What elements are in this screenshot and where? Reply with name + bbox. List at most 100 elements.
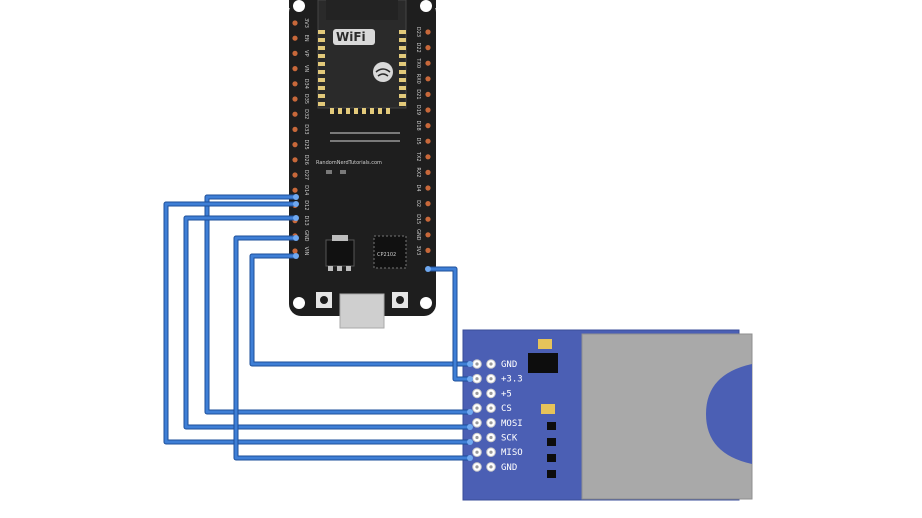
esp32-pin — [425, 29, 431, 35]
esp32-pin — [292, 96, 298, 102]
sd-component — [541, 404, 555, 414]
esp32-pin — [425, 138, 431, 144]
sd-card-notch — [706, 364, 752, 464]
sd-pin-center — [475, 406, 479, 410]
sd-pin-center — [489, 377, 493, 381]
sd-pin-center — [475, 377, 479, 381]
wire-end — [467, 424, 473, 430]
esp32-pin — [292, 248, 298, 254]
esp32-pin-label: TX0 — [415, 57, 421, 68]
esp32-pin — [425, 91, 431, 97]
sd-pin-center — [489, 406, 493, 410]
sd-pin-label: MISO — [501, 448, 523, 458]
sd-pin-center — [489, 465, 493, 469]
esp32-pin-label: D22 — [415, 42, 421, 52]
chip-model-label: CP2102 — [377, 252, 396, 258]
esp32-pin — [425, 60, 431, 66]
sd-component — [538, 339, 552, 349]
esp32-pin-label: VIN — [303, 247, 309, 256]
wire — [205, 195, 470, 414]
esp32-pin-label: D4 — [415, 184, 421, 191]
sd-pin-center — [489, 391, 493, 395]
left-pin-header: 3V3ENVPVND34D35D32D33D25D26D27D14D12D13G… — [292, 18, 309, 256]
espressif-logo-icon — [373, 62, 393, 82]
esp32-pin-label: 3V3 — [303, 18, 309, 28]
smd-components — [326, 132, 400, 174]
sd-pin-center — [489, 362, 493, 366]
wifi-logo — [333, 29, 375, 45]
esp32-pin — [425, 76, 431, 82]
esp32-board: WiFi — [289, 0, 436, 329]
esp32-pin-label: 3V3 — [415, 246, 421, 256]
esp32-pin-label: RX0 — [415, 74, 421, 84]
esp32-pin-label: D26 — [303, 155, 309, 165]
boot-button — [392, 292, 408, 308]
usb-connector — [339, 293, 385, 329]
esp32-pin — [292, 142, 298, 148]
voltage-regulator — [325, 235, 355, 271]
esp32-pin-label: D19 — [415, 105, 421, 115]
esp32-pin-label: D33 — [303, 124, 309, 134]
sd-pin-label: +5 — [501, 389, 512, 399]
esp32-pin — [292, 20, 298, 26]
sd-card-module: GND +3.3 +5CS MOSI SCK MISO GND — [462, 329, 753, 501]
esp32-pin — [292, 187, 298, 193]
sd-pin-label: +3.3 — [501, 375, 523, 385]
sd-pin-label: GND — [501, 463, 517, 473]
sd-pin-center — [489, 450, 493, 454]
sd-regulator — [528, 353, 558, 373]
esp32-pin-label: GND — [415, 229, 421, 241]
mount-hole — [293, 0, 305, 12]
mount-hole — [420, 0, 432, 12]
esp32-pin-label: D25 — [303, 139, 309, 149]
esp32-pin — [425, 247, 431, 253]
sd-pin-center — [475, 450, 479, 454]
sd-pin-label: SCK — [501, 434, 518, 444]
esp32-pin-label: D27 — [303, 170, 309, 180]
wire-end — [467, 409, 473, 415]
esp32-pin — [292, 172, 298, 178]
esp32-pin-label: D21 — [415, 89, 421, 99]
wire — [428, 267, 470, 381]
mount-hole — [420, 297, 432, 309]
esp32-pin-label: VP — [303, 50, 309, 56]
sd-pin-center — [475, 435, 479, 440]
wire — [234, 236, 470, 460]
en-button — [316, 292, 332, 308]
esp32-pin-label: D2 — [415, 200, 421, 207]
esp32-pin — [292, 126, 298, 132]
esp32-pin-label: D23 — [415, 27, 421, 37]
sd-pin-header: GND +3.3 +5CS MOSI SCK MISO GND — [472, 359, 523, 473]
esp32-pin-label: D34 — [303, 79, 309, 89]
website-label: RandomNerdTutorials.com — [316, 160, 382, 166]
wire — [250, 254, 470, 366]
wire-end — [293, 194, 299, 200]
esp32-pin — [425, 216, 431, 222]
wire-end — [293, 201, 299, 207]
mount-hole — [293, 297, 305, 309]
wire-end — [293, 215, 299, 221]
esp32-pin-label: GND — [303, 230, 309, 242]
esp32-pin — [292, 157, 298, 163]
esp32-pin — [425, 45, 431, 51]
sd-pin-label: GND — [501, 360, 517, 370]
esp32-pin — [292, 35, 298, 41]
wire — [164, 202, 470, 444]
sd-pin-center — [475, 391, 479, 395]
esp32-pin — [425, 185, 431, 191]
sd-pin-label: MOSI — [501, 419, 523, 429]
sd-pin-center — [475, 362, 479, 366]
sd-pin-center — [475, 465, 479, 469]
esp32-pin-label: D5 — [415, 138, 421, 145]
wire-end — [293, 235, 299, 241]
wire-end — [425, 266, 431, 272]
wire — [184, 216, 470, 429]
esp32-pin — [425, 169, 431, 175]
esp32-pin — [292, 111, 298, 117]
esp32-pin-label: D15 — [415, 214, 421, 224]
usb-uart-chip: CP2102 — [373, 235, 407, 269]
esp32-pin-label: EN — [303, 35, 309, 42]
sd-pin-label: CS — [501, 404, 512, 414]
right-pin-header: D23D22TX0RX0D21D19D18D5TX2RX2D4D2D15GND3… — [415, 27, 431, 255]
